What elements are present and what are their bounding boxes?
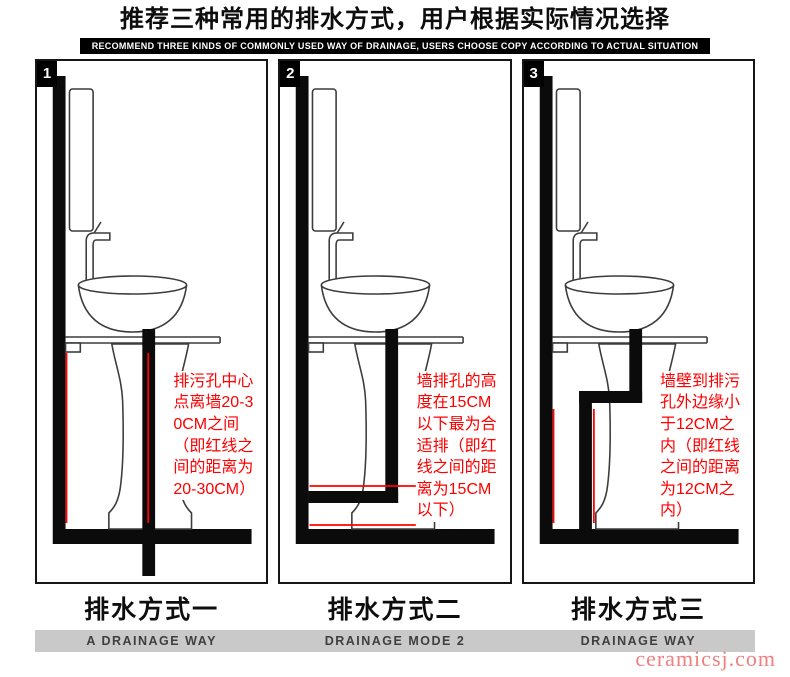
floor-drain-drawing xyxy=(52,75,252,576)
faucet xyxy=(85,231,111,283)
basin-rim xyxy=(320,274,431,295)
faucet-handle xyxy=(93,221,102,234)
annotation-text: 排污孔中心点离墙20-30CM之间（即红线之间的距离为20-30CM） xyxy=(173,370,262,501)
basin-body xyxy=(320,284,431,333)
basin-rim xyxy=(564,274,675,295)
mirror-panel xyxy=(68,87,94,232)
mirror-panel xyxy=(312,87,338,232)
panel-1-title-cn: 排水方式一 xyxy=(84,595,220,624)
basin-body xyxy=(564,284,675,333)
floor-section xyxy=(539,528,739,544)
faucet-handle xyxy=(336,221,345,234)
floor-section xyxy=(296,528,495,544)
shelf-bracket xyxy=(308,341,325,353)
english-labels-bar: A DRAINAGE WAY DRAINAGE MODE 2 DRAINAGE … xyxy=(35,629,755,652)
shelf-bracket xyxy=(64,341,82,353)
drain-pipe-into-wall xyxy=(308,490,399,503)
shelf-bracket xyxy=(551,341,568,353)
basin-body xyxy=(77,284,188,333)
panel-1-title-en: A DRAINAGE WAY xyxy=(86,633,217,648)
panels-row: 1 排污孔中心点离墙20-30CM之间（即红线之间的距离为20-30CM） 2 xyxy=(0,54,790,584)
basin-rim xyxy=(77,274,188,295)
panel-drainage-mode-3: 3 墙壁到排污孔外边缘小于12CM之内（即红线之间的距离为12CM之内） xyxy=(521,58,755,584)
panel-number-badge: 2 xyxy=(280,60,301,87)
wall-section xyxy=(539,75,553,529)
panel-3-title-en: DRAINAGE WAY xyxy=(580,633,697,648)
faucet xyxy=(328,231,354,283)
panel-drainage-mode-1: 1 排污孔中心点离墙20-30CM之间（即红线之间的距离为20-30CM） xyxy=(35,58,269,584)
drain-pipe-vertical xyxy=(628,328,642,403)
panel-number-badge: 1 xyxy=(37,60,57,87)
annotation-text: 墙排孔的高度在15CM以下最为合适排（即红线之间的距离为15CM以下） xyxy=(416,370,505,522)
page-title: 推荐三种常用的排水方式，用户根据实际情况选择 xyxy=(120,6,670,33)
drain-pipe-down xyxy=(578,390,592,529)
panel-3-title-cn: 排水方式三 xyxy=(570,595,706,624)
faucet xyxy=(572,231,598,283)
wall-section xyxy=(296,75,309,529)
wall-drain-height-drawing xyxy=(296,75,495,544)
faucet-handle xyxy=(580,221,589,234)
header: 推荐三种常用的排水方式，用户根据实际情况选择 RECOMMEND THREE K… xyxy=(0,0,790,54)
drain-pipe-vertical xyxy=(385,328,399,503)
mirror-panel xyxy=(555,87,581,232)
drain-pipe-offset xyxy=(578,390,642,403)
chinese-labels-row: 排水方式一 排水方式二 排水方式三 xyxy=(0,584,790,630)
panel-number-badge: 3 xyxy=(523,60,544,87)
panel-2-title-cn: 排水方式二 xyxy=(327,595,463,624)
panel-2-title-en: DRAINAGE MODE 2 xyxy=(324,633,466,648)
annotation-text: 墙壁到排污孔外边缘小于12CM之内（即红线之间的距离为12CM之内） xyxy=(659,370,748,522)
wall-drain-distance-drawing xyxy=(539,75,739,544)
subtitle-banner: RECOMMEND THREE KINDS OF COMMONLY USED W… xyxy=(79,37,711,54)
wall-section xyxy=(52,75,66,529)
panel-drainage-mode-2: 2 墙排孔的高度在15CM以下最为合适排（即红线之间的距离为15CM以下） xyxy=(278,58,512,584)
watermark: ceramicsj.com xyxy=(635,646,776,671)
